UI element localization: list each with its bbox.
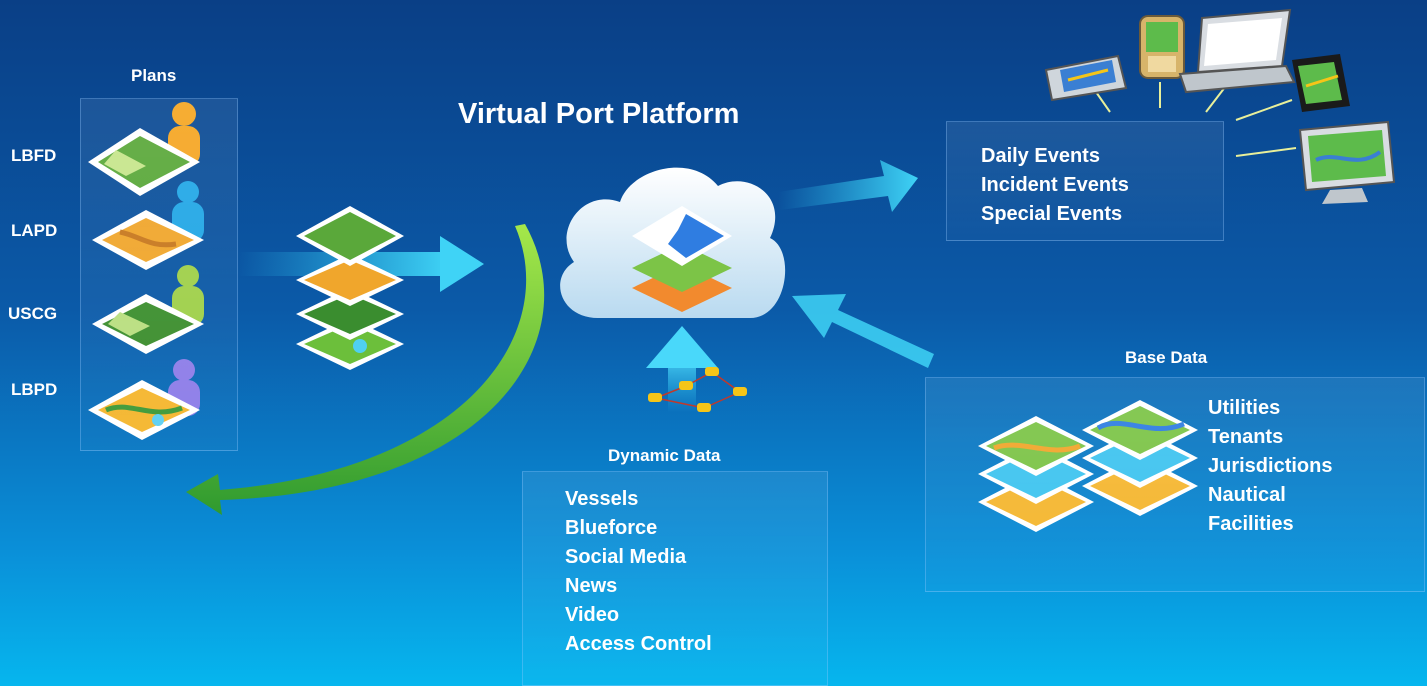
dynamic-data-heading: Dynamic Data xyxy=(608,446,721,465)
base-data-panel: Utilities Tenants Jurisdictions Nautical… xyxy=(925,377,1425,592)
events-panel: Daily Events Incident Events Special Eve… xyxy=(946,121,1224,241)
base-data-item: Nautical xyxy=(1208,484,1286,506)
dynamic-data-item: Access Control xyxy=(565,633,712,655)
plan-uscg-icon xyxy=(92,265,204,354)
event-item: Special Events xyxy=(981,203,1123,225)
event-item: Incident Events xyxy=(981,174,1129,196)
cloud-icon xyxy=(560,167,786,318)
desktop-monitor-icon xyxy=(1298,120,1396,204)
plan-lbpd-icon xyxy=(88,359,200,440)
dynamic-data-list: Vessels Blueforce Social Media News Vide… xyxy=(565,485,712,659)
platform-to-events-arrow xyxy=(778,160,918,212)
dynamic-data-item: News xyxy=(565,575,618,597)
base-data-heading: Base Data xyxy=(1125,348,1208,367)
base-layers-icon xyxy=(978,400,1198,532)
dynamic-data-item: Social Media xyxy=(565,546,687,568)
plan-lbfd-icon xyxy=(88,102,200,196)
agency-uscg: USCG xyxy=(8,304,58,323)
combined-layers-icon xyxy=(296,206,404,370)
base-data-list: Utilities Tenants Jurisdictions Nautical… xyxy=(1208,394,1332,539)
base-data-item: Utilities xyxy=(1208,397,1281,419)
base-data-to-platform-arrow xyxy=(792,294,934,368)
platform-title: Virtual Port Platform xyxy=(458,98,740,130)
base-data-item: Jurisdictions xyxy=(1208,455,1333,477)
dynamic-data-item: Vessels xyxy=(565,488,639,510)
events-list: Daily Events Incident Events Special Eve… xyxy=(981,142,1129,229)
dynamic-data-item: Video xyxy=(565,604,620,626)
base-data-item: Tenants xyxy=(1208,426,1284,448)
tablet-icon xyxy=(1292,54,1350,112)
dynamic-data-item: Blueforce xyxy=(565,517,658,539)
event-item: Daily Events xyxy=(981,145,1100,167)
agency-lbpd: LBPD xyxy=(11,380,58,399)
agency-lbfd: LBFD xyxy=(11,146,57,165)
network-icon xyxy=(648,367,747,412)
plans-heading: Plans xyxy=(131,66,177,85)
handheld-device-icon xyxy=(1044,54,1128,102)
dynamic-data-panel: Vessels Blueforce Social Media News Vide… xyxy=(522,471,828,686)
plan-lapd-icon xyxy=(92,181,204,270)
smartphone-icon xyxy=(1139,15,1185,79)
base-data-item: Facilities xyxy=(1208,513,1294,535)
plans-panel xyxy=(80,98,238,451)
laptop-icon xyxy=(1178,8,1296,94)
agency-lapd: LAPD xyxy=(11,221,58,240)
